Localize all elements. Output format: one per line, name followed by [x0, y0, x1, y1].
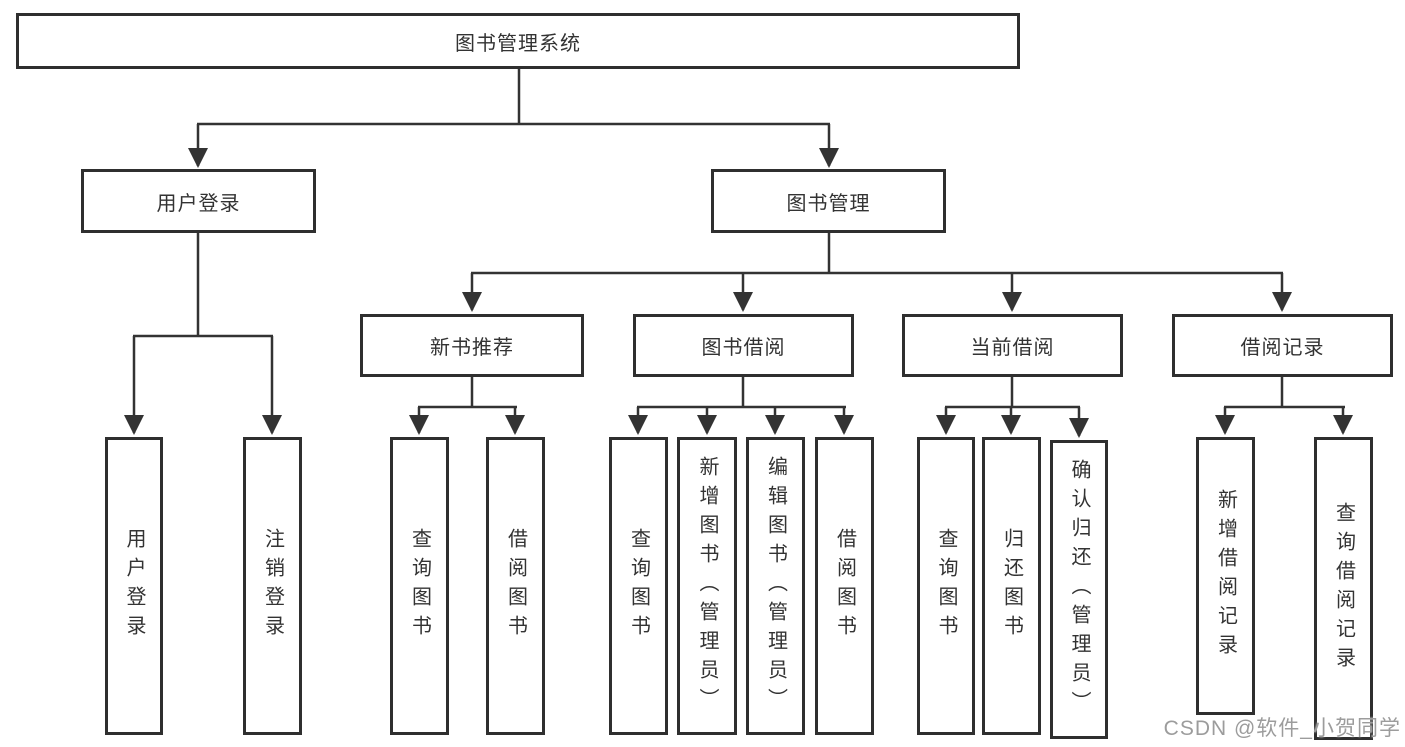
leaf-add-borrow-record: 新增借阅记录 [1196, 437, 1255, 715]
leaf-query-borrow-record: 查询借阅记录 [1314, 437, 1373, 740]
node-book-borrow: 图书借阅 [633, 314, 854, 377]
leaf-return-book: 归还图书 [982, 437, 1041, 735]
node-borrow-records: 借阅记录 [1172, 314, 1393, 377]
node-current-borrow: 当前借阅 [902, 314, 1123, 377]
leaf-query-books-borrow: 查询图书 [609, 437, 668, 735]
node-label: 确认归还（管理员） [1068, 459, 1090, 720]
node-book-management: 图书管理 [711, 169, 946, 233]
node-label: 查询图书 [408, 528, 431, 644]
node-label: 借阅图书 [504, 528, 527, 644]
watermark: CSDN @软件_小贺同学 [1163, 717, 1401, 740]
node-label: 新书推荐 [430, 337, 514, 359]
leaf-query-books-current: 查询图书 [917, 437, 975, 735]
leaf-confirm-return-admin: 确认归还（管理员） [1050, 440, 1108, 739]
leaf-edit-book-admin: 编辑图书（管理员） [746, 437, 805, 735]
node-label: 图书管理系统 [455, 32, 581, 55]
leaf-borrow-books: 借阅图书 [815, 437, 874, 735]
node-label: 当前借阅 [970, 337, 1055, 359]
node-label: 归还图书 [1000, 528, 1023, 644]
node-label: 查询借阅记录 [1332, 501, 1355, 676]
node-label: 注销登录 [261, 528, 284, 644]
node-label: 新增图书（管理员） [696, 455, 718, 717]
node-label: 查询图书 [627, 528, 650, 644]
leaf-query-books-recommend: 查询图书 [390, 437, 449, 735]
node-label: 编辑图书（管理员） [764, 455, 787, 717]
leaf-logout: 注销登录 [243, 437, 302, 735]
node-label: 图书管理 [786, 192, 871, 215]
leaf-add-book-admin: 新增图书（管理员） [677, 437, 737, 735]
node-label: 查询图书 [935, 528, 957, 644]
node-user-login: 用户登录 [81, 169, 316, 233]
node-new-book-recommend: 新书推荐 [360, 314, 584, 377]
node-label: 用户登录 [123, 528, 145, 644]
node-label: 借阅图书 [833, 528, 856, 644]
node-label: 图书借阅 [701, 337, 786, 359]
node-label: 新增借阅记录 [1214, 489, 1237, 663]
node-label: 借阅记录 [1240, 337, 1325, 359]
node-label: 用户登录 [156, 192, 241, 215]
node-root: 图书管理系统 [16, 13, 1020, 69]
leaf-user-login: 用户登录 [105, 437, 163, 735]
leaf-borrow-books-recommend: 借阅图书 [486, 437, 545, 735]
